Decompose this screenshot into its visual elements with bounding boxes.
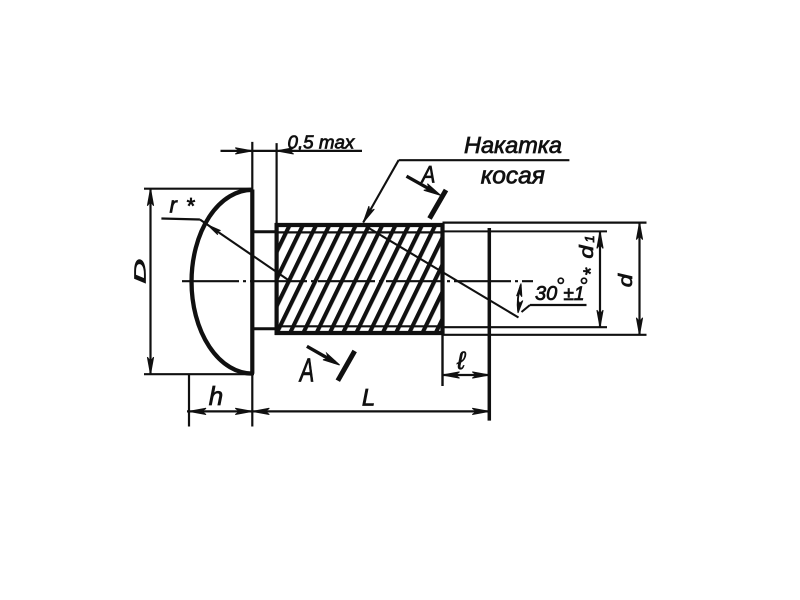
svg-text:d: d <box>576 244 597 258</box>
svg-text:30: 30 <box>535 283 557 305</box>
svg-text:ℓ: ℓ <box>456 347 466 375</box>
svg-text:A: A <box>298 352 314 389</box>
svg-text:d: d <box>615 273 636 287</box>
svg-text:*: * <box>186 194 196 219</box>
svg-text:r: r <box>170 192 179 217</box>
svg-text:D: D <box>131 259 149 284</box>
svg-text:Накатка: Накатка <box>464 132 562 158</box>
svg-text:0,5 max: 0,5 max <box>288 131 355 152</box>
svg-text:±1: ±1 <box>564 284 585 305</box>
svg-text:косая: косая <box>481 162 545 189</box>
svg-text:h: h <box>209 381 223 411</box>
svg-text:1: 1 <box>582 235 597 242</box>
svg-text:A: A <box>420 161 436 188</box>
svg-text:*: * <box>581 267 603 276</box>
svg-text:L: L <box>362 384 375 411</box>
